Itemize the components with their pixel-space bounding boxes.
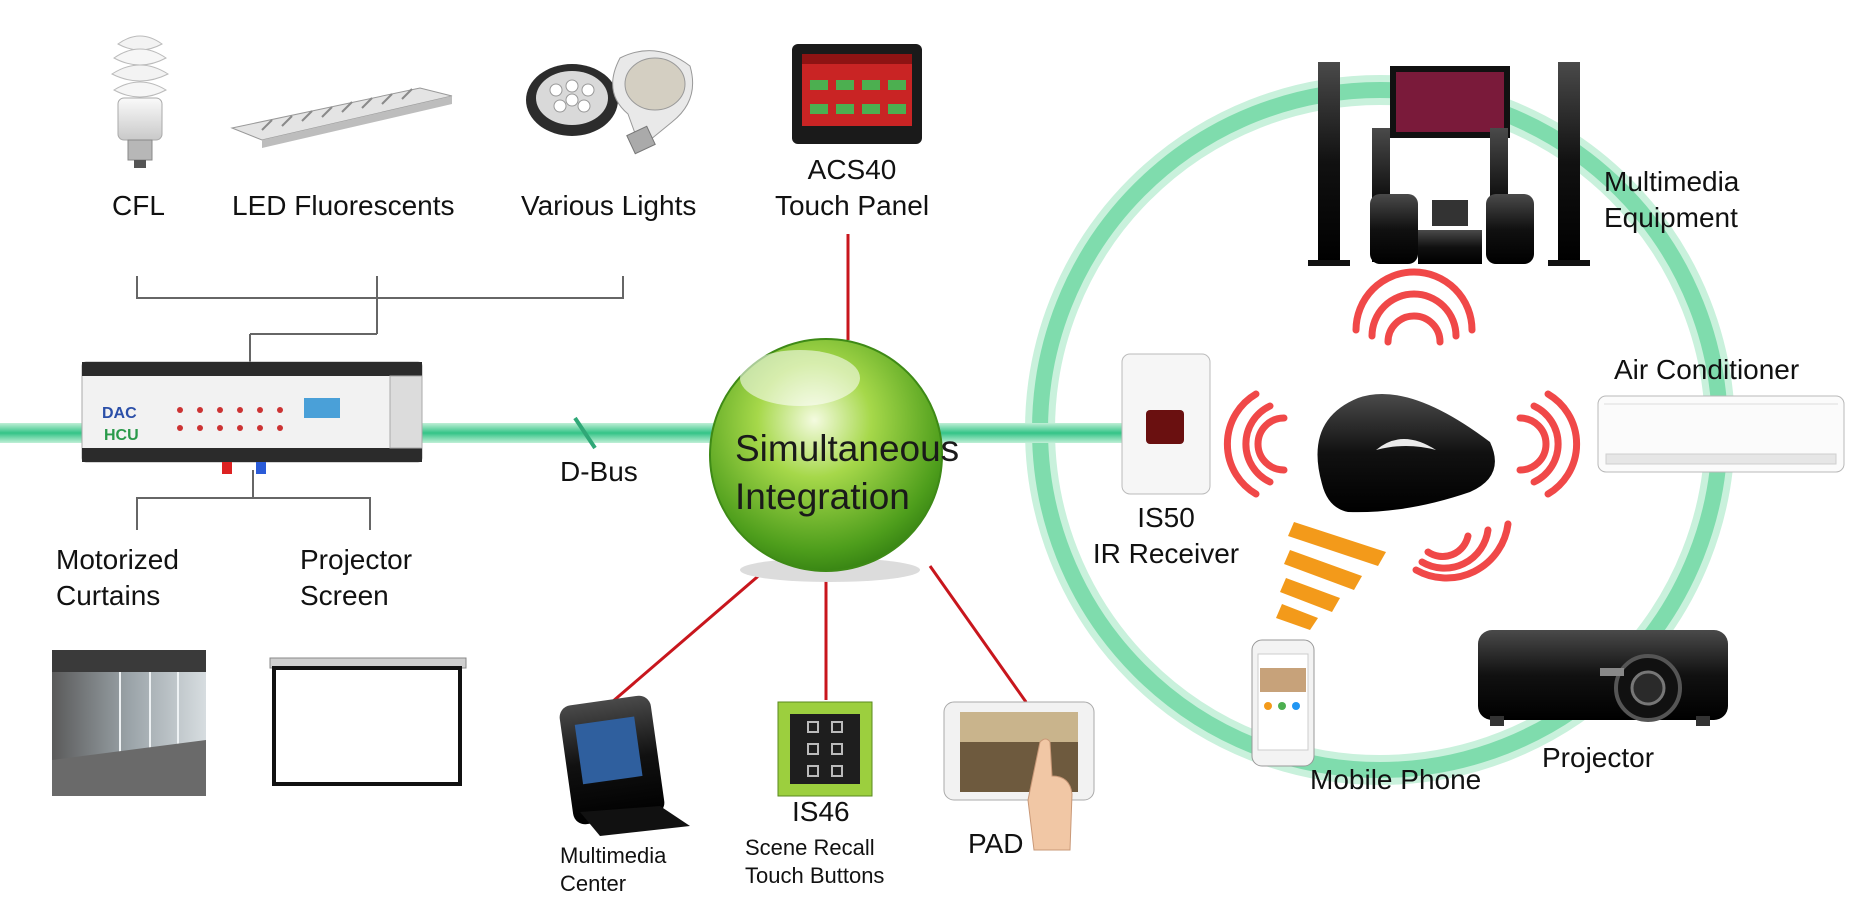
various-lights-image [526, 50, 694, 155]
controller-brand-top: DAC [102, 405, 137, 422]
cfl-label: CFL [112, 190, 165, 221]
is46-touch-buttons-image [777, 701, 873, 797]
led-fluorescents-label: LED Fluorescents [232, 190, 455, 221]
curtains-line2: Curtains [56, 580, 161, 611]
is46-title: IS46 [792, 796, 850, 827]
acs40-touch-panel-image [792, 44, 922, 144]
multimedia-equipment-image [1308, 62, 1590, 266]
is46-description: Scene Recall Touch Buttons [745, 834, 884, 890]
ir-signal-arcs [1223, 268, 1581, 582]
multimedia-equipment-line1: Multimedia [1604, 166, 1740, 197]
ir-blaster-image [1317, 393, 1495, 513]
cfl-bulb-image [110, 35, 170, 168]
projector-screen-label: Projector Screen [300, 542, 412, 614]
projector-screen-image [269, 657, 467, 786]
multimedia-center-label: Multimedia Center [560, 842, 666, 898]
hub-title: Simultaneous Integration [735, 425, 995, 521]
touch-panel-label: ACS40 Touch Panel [760, 152, 944, 224]
multimedia-center-image [559, 695, 690, 836]
is50-ir-receiver-image [1121, 353, 1211, 495]
curtains-line1: Motorized [56, 544, 179, 575]
curtains-label: Motorized Curtains [56, 542, 179, 614]
various-lights-label: Various Lights [521, 190, 697, 221]
hub-title-line1: Simultaneous [735, 428, 960, 469]
multimedia-center-line2: Center [560, 871, 627, 896]
output-bracket [136, 470, 371, 530]
air-conditioner-image [1597, 395, 1845, 473]
projector-screen-line1: Projector [300, 544, 413, 575]
air-conditioner-label: Air Conditioner [1614, 354, 1800, 385]
projector-screen-line2: Screen [300, 580, 389, 611]
multimedia-center-line1: Multimedia [560, 843, 667, 868]
multimedia-equipment-label: Multimedia Equipment [1604, 164, 1739, 236]
hub-title-line2: Integration [735, 476, 910, 517]
integration-hub [709, 338, 943, 582]
touch-panel-model: ACS40 [807, 154, 897, 185]
bus-label: D-Bus [560, 456, 638, 487]
pad-tablet-image [943, 701, 1095, 851]
hcu-controller-image [81, 361, 423, 474]
projector-label: Projector [1542, 742, 1655, 773]
ir-receiver-model: IS50 [1137, 502, 1195, 533]
hub-links [611, 234, 1028, 704]
multimedia-equipment-line2: Equipment [1604, 202, 1738, 233]
pad-label: PAD [968, 828, 1024, 859]
mobile-signal-bars [1276, 522, 1386, 630]
ir-receiver-name: IR Receiver [1092, 538, 1240, 569]
is46-line2: Touch Buttons [745, 863, 885, 888]
led-fluorescent-image [230, 87, 453, 148]
controller-brand-bottom: HCU [104, 427, 139, 444]
is46-line1: Scene Recall [745, 835, 875, 860]
mobile-phone-label: Mobile Phone [1310, 764, 1482, 795]
projector-image [1478, 630, 1728, 726]
mobile-phone-image [1251, 639, 1315, 767]
curtains-photo [52, 650, 206, 796]
ir-receiver-label: IS50 IR Receiver [1076, 500, 1256, 572]
lights-bracket [136, 276, 624, 365]
touch-panel-name: Touch Panel [774, 190, 930, 221]
